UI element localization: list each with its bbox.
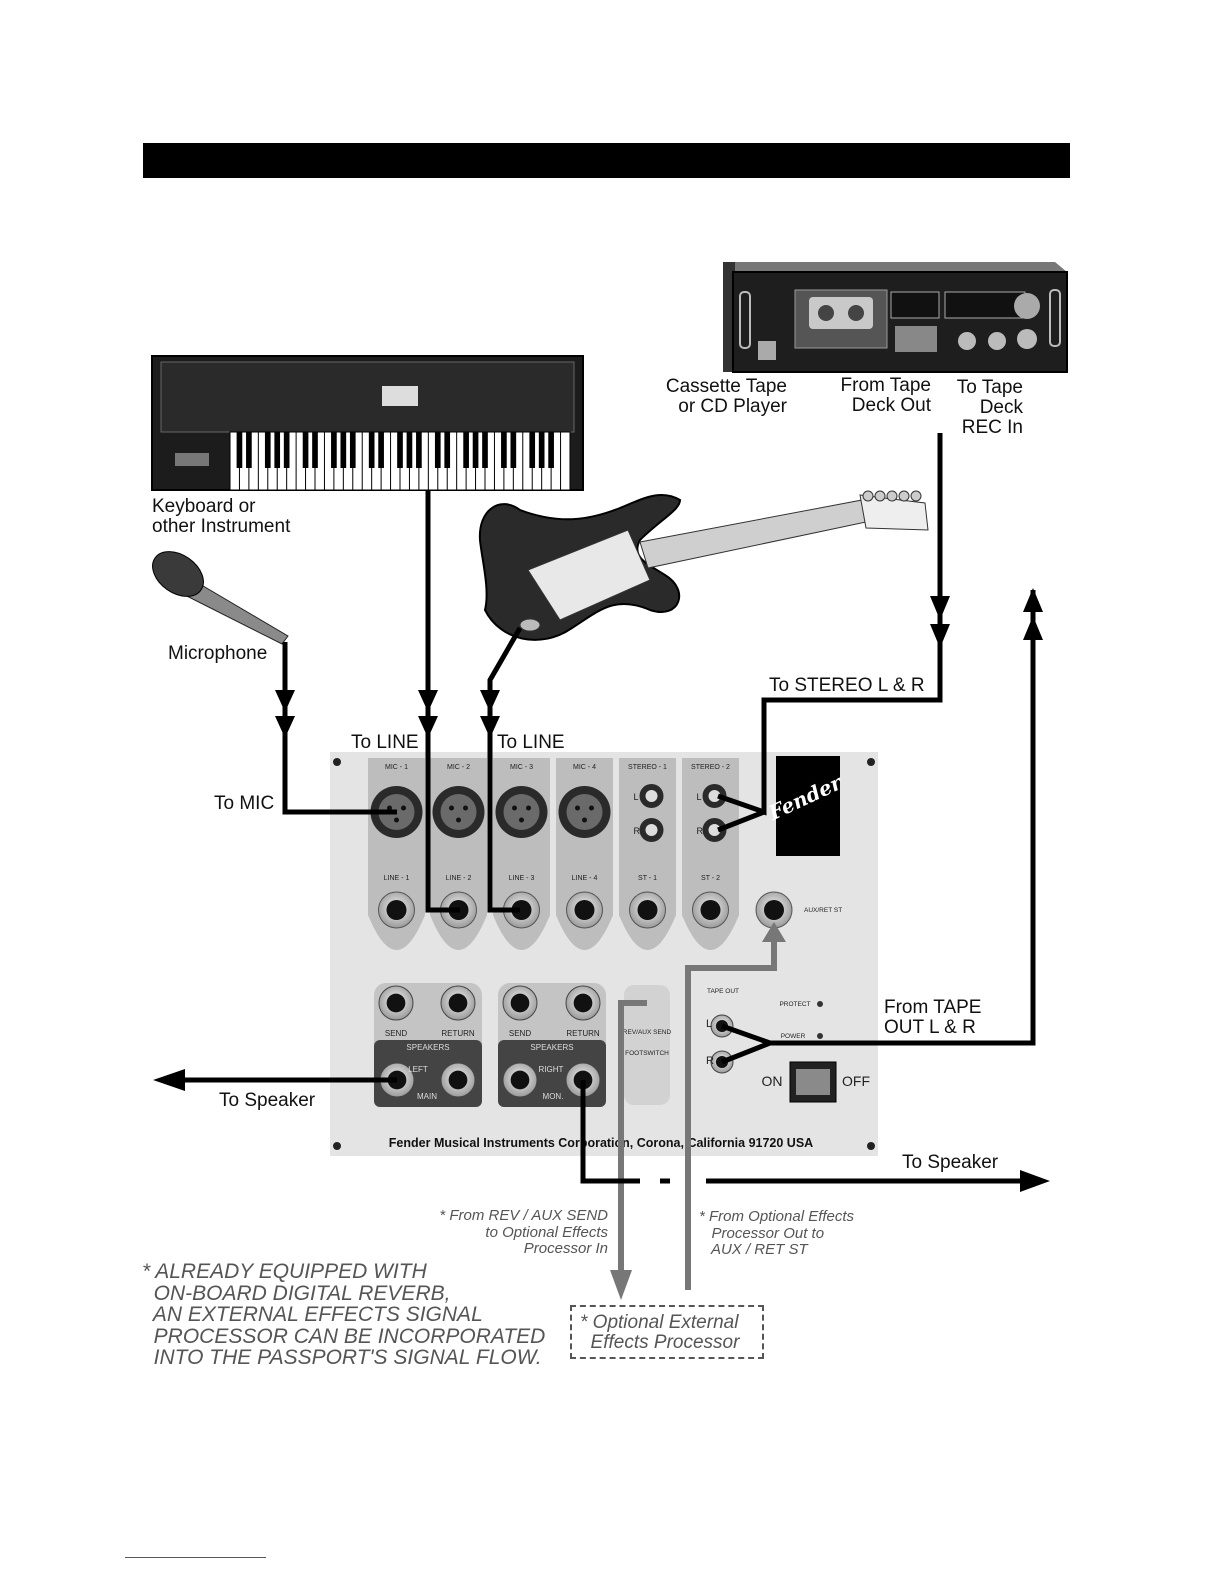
cable-arrows xyxy=(153,588,1050,1192)
aux-ret-label: AUX/RET ST xyxy=(804,907,842,914)
microphone-label: Microphone xyxy=(168,643,268,664)
power-label: POWER xyxy=(781,1033,806,1040)
mixer-panel: MIC - 1 LINE - 1 MIC - 2 LINE - 2 MIC - 3 LIN… xyxy=(330,752,878,1156)
tape-out-label: TAPE OUT xyxy=(707,988,739,995)
keyboard-illustration xyxy=(151,355,584,491)
tape-out-r-label: R xyxy=(706,1055,714,1067)
output-jack xyxy=(440,985,476,1021)
from-tape-deck-label: From Tape Deck Out xyxy=(840,375,931,416)
to-mic-label: To MIC xyxy=(214,793,275,814)
channel-strip: MIC - 4 LINE - 4 xyxy=(556,758,613,950)
microphone-illustration xyxy=(152,551,289,645)
output-jack xyxy=(502,985,538,1021)
left-label: LEFT xyxy=(408,1065,428,1074)
mon-return-label: RETURN xyxy=(566,1029,600,1038)
guitar-illustration xyxy=(478,490,929,641)
optional-effects-processor-box: * Optional External Effects Processor xyxy=(570,1305,764,1359)
to-speaker-right-label: To Speaker xyxy=(902,1152,999,1173)
line-label: ST - 2 xyxy=(701,875,720,882)
channel-label: STEREO - 2 xyxy=(691,764,730,771)
tape-out-l-label: L xyxy=(706,1018,712,1030)
channel-label: MIC - 3 xyxy=(510,764,533,771)
aux-ret-jack xyxy=(755,891,793,929)
header-bar xyxy=(143,143,1070,178)
channel-label: MIC - 2 xyxy=(447,764,470,771)
mon-speakers-label: SPEAKERS xyxy=(530,1043,573,1052)
channel-label: MIC - 4 xyxy=(573,764,596,771)
rca-l-label: L xyxy=(634,792,639,802)
line-label: LINE - 1 xyxy=(384,875,410,882)
to-speaker-left-label: To Speaker xyxy=(219,1090,316,1111)
protect-label: PROTECT xyxy=(779,1001,810,1008)
protect-led xyxy=(817,1001,823,1007)
off-label: OFF xyxy=(842,1073,870,1089)
line-label: LINE - 2 xyxy=(446,875,472,882)
right-label: RIGHT xyxy=(539,1065,564,1074)
line-label: LINE - 3 xyxy=(509,875,535,882)
output-jack xyxy=(378,985,414,1021)
output-jack xyxy=(502,1062,538,1098)
power-switch-rocker xyxy=(796,1069,830,1095)
cassette-label: Cassette Tape or CD Player xyxy=(665,376,787,417)
on-label: ON xyxy=(762,1073,783,1089)
channel-strip: STEREO - 2 ST - 2 L R xyxy=(682,758,739,950)
cassette-deck-illustration xyxy=(723,262,1068,373)
main-return-label: RETURN xyxy=(441,1029,475,1038)
keyboard-label: Keyboard or other Instrument xyxy=(152,496,291,537)
line-label: LINE - 4 xyxy=(572,875,598,882)
rev-send-note: * From REV / AUX SEND to Optional Effect… xyxy=(439,1207,608,1257)
output-jack xyxy=(440,1062,476,1098)
mon-label: MON. xyxy=(543,1092,564,1101)
channel-label: STEREO - 1 xyxy=(628,764,667,771)
rca-r-label: R xyxy=(634,826,641,836)
signal-cables xyxy=(180,433,1036,1184)
rev-aux-send-label: REV/AUX SEND xyxy=(623,1029,672,1036)
channel-strip: MIC - 2 LINE - 2 xyxy=(430,758,487,950)
to-line-label-2: To LINE xyxy=(497,732,565,753)
channel-label: MIC - 1 xyxy=(385,764,408,771)
panel-footer: Fender Musical Instruments Corporation, … xyxy=(389,1136,813,1150)
from-tape-out-label: From TAPE OUT L & R xyxy=(884,997,982,1038)
rca-r-label: R xyxy=(697,826,704,836)
line-label: ST - 1 xyxy=(638,875,657,882)
fx-in-arrow xyxy=(610,1270,632,1300)
aux-ret-arrow xyxy=(762,922,786,942)
footswitch-label: FOOTSWITCH xyxy=(625,1050,669,1057)
to-line-label-1: To LINE xyxy=(351,732,419,753)
fx-out-note: * From Optional Effects Processor Out to… xyxy=(699,1208,855,1258)
main-send-label: SEND xyxy=(385,1029,407,1038)
to-stereo-label: To STEREO L & R xyxy=(769,675,925,696)
main-speakers-label: SPEAKERS xyxy=(406,1043,449,1052)
channel-strip: STEREO - 1 ST - 1 L R xyxy=(619,758,676,950)
channel-strip: MIC - 1 LINE - 1 xyxy=(368,758,425,950)
rca-l-label: L xyxy=(697,792,702,802)
power-led xyxy=(817,1033,823,1039)
channel-strip: MIC - 3 LINE - 3 xyxy=(493,758,550,950)
output-jack xyxy=(565,985,601,1021)
external-effects-note: * ALREADY EQUIPPED WITH ON-BOARD DIGITAL… xyxy=(142,1260,546,1369)
main-label: MAIN xyxy=(417,1092,437,1101)
fender-logo xyxy=(776,756,840,856)
footnote-rule xyxy=(125,1557,266,1558)
mon-send-label: SEND xyxy=(509,1029,531,1038)
to-tape-deck-label: To Tape Deck REC In xyxy=(956,377,1023,438)
